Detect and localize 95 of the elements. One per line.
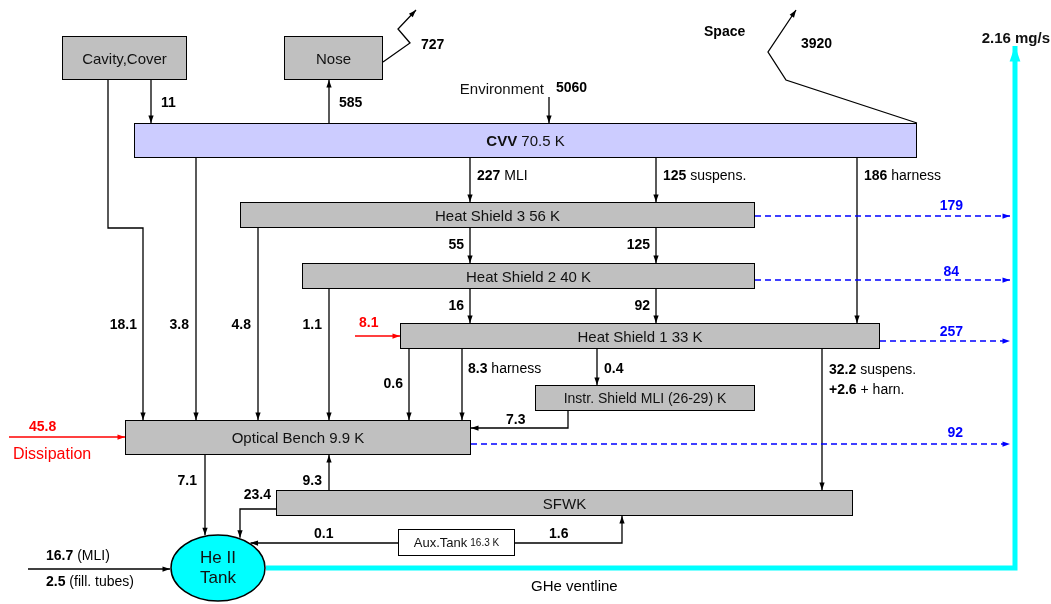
arrow	[249, 540, 399, 546]
edge-label: 16.7 (MLI)	[45, 547, 111, 563]
edge-label: 125 suspens.	[662, 167, 748, 183]
edge-label: 227 MLI	[476, 167, 529, 183]
block-box	[284, 36, 383, 80]
arrow	[879, 338, 1011, 344]
edge-label: 7.3	[505, 411, 527, 427]
edge-label: 23.4	[242, 486, 272, 502]
edge-label: 7.1	[176, 472, 198, 488]
edge-label: 5060	[555, 79, 589, 95]
edge-label: 0.4	[603, 360, 625, 376]
node-text: Environment	[459, 80, 544, 97]
arrow	[107, 79, 146, 421]
edge-label: 3.8	[168, 316, 190, 332]
arrow	[202, 454, 208, 536]
arrow	[653, 227, 659, 264]
node-text: Nose	[316, 49, 351, 67]
block-box	[125, 420, 471, 455]
node-text: Aux.Tank	[413, 535, 468, 550]
block-box	[240, 202, 755, 228]
node-text: He II Tank	[199, 548, 237, 588]
arrow	[27, 566, 171, 572]
edge-label: 257	[938, 323, 964, 339]
arrow	[467, 227, 473, 264]
text-label: Space	[703, 23, 747, 39]
arrow	[406, 348, 412, 421]
node-text: Heat Shield 1 33 K	[577, 327, 703, 345]
arrow	[470, 410, 569, 431]
edge-label: GHe ventline	[530, 578, 619, 594]
arrow	[754, 277, 1011, 283]
edge-label: 179	[938, 197, 964, 213]
edge-label: 45.8	[28, 418, 58, 434]
arrow	[467, 157, 473, 203]
edge-label: 3920	[800, 35, 834, 51]
edge-label: 92	[946, 424, 964, 440]
node-text: Instr. Shield MLI (26-29) K	[563, 390, 727, 406]
edge-label: 18.1	[108, 316, 138, 332]
arrow	[148, 79, 154, 124]
arrow	[326, 288, 332, 421]
arrow	[754, 213, 1011, 219]
edge-label: 9.3	[301, 472, 323, 488]
arrow	[470, 441, 1011, 447]
arrow	[193, 157, 199, 421]
node-text: Heat Shield 2 40 K	[465, 267, 592, 285]
arrow	[326, 454, 332, 491]
zigzag-arrow	[767, 9, 918, 124]
node-text: 16.3 K	[470, 537, 500, 548]
arrow	[467, 288, 473, 324]
edge-label: 55	[447, 236, 465, 252]
arrow	[354, 333, 401, 339]
arrow	[819, 348, 825, 491]
arrow	[594, 348, 600, 386]
arrow	[653, 157, 659, 203]
node-text: Cavity,Cover	[82, 49, 167, 67]
node-text: SFWK	[542, 494, 587, 512]
edge-label: 1.1	[301, 316, 323, 332]
edge-label: 186 harness	[863, 167, 943, 183]
edge-label: 125	[625, 236, 651, 252]
arrow	[514, 515, 625, 544]
block-box	[134, 123, 917, 158]
block-box	[302, 263, 755, 289]
edge-label: 16	[447, 297, 465, 313]
arrow	[255, 227, 261, 421]
text-label: Dissipation	[12, 446, 93, 462]
edge-label: 727	[420, 36, 446, 52]
text-label: 2.5 (fill. tubes)	[45, 573, 135, 589]
node-text: Optical Bench 9.9 K	[231, 429, 365, 446]
arrow	[237, 508, 277, 539]
arrow	[546, 96, 552, 124]
arrow	[854, 157, 860, 324]
block-box	[400, 323, 880, 349]
zigzag-arrow	[382, 9, 417, 63]
edge-label: 4.8	[230, 316, 252, 332]
edge-label: 84	[942, 263, 960, 279]
edge-label: 0.6	[382, 375, 404, 391]
edge-label: 8.1	[358, 314, 380, 330]
edge-label: 11	[160, 94, 177, 110]
node-text: CVV 70.5 K	[486, 132, 565, 149]
arrow	[266, 46, 1021, 571]
arrow	[459, 348, 465, 421]
block-box	[398, 529, 515, 556]
arrow	[8, 434, 126, 440]
tank-ellipse	[170, 534, 266, 602]
edge-label: 585	[338, 94, 364, 110]
edge-label: 8.3 harness	[467, 360, 543, 376]
block-box	[62, 36, 187, 80]
arrow	[653, 288, 659, 324]
edge-label: 0.1	[313, 525, 335, 541]
arrow	[326, 79, 332, 124]
block-box	[276, 490, 853, 516]
node-text: Heat Shield 3 56 K	[434, 206, 561, 224]
edge-label: 92	[633, 297, 651, 313]
block-box	[535, 385, 755, 411]
edge-label: 1.6	[548, 525, 570, 541]
node-text: 2.16 mg/s	[981, 28, 1050, 46]
